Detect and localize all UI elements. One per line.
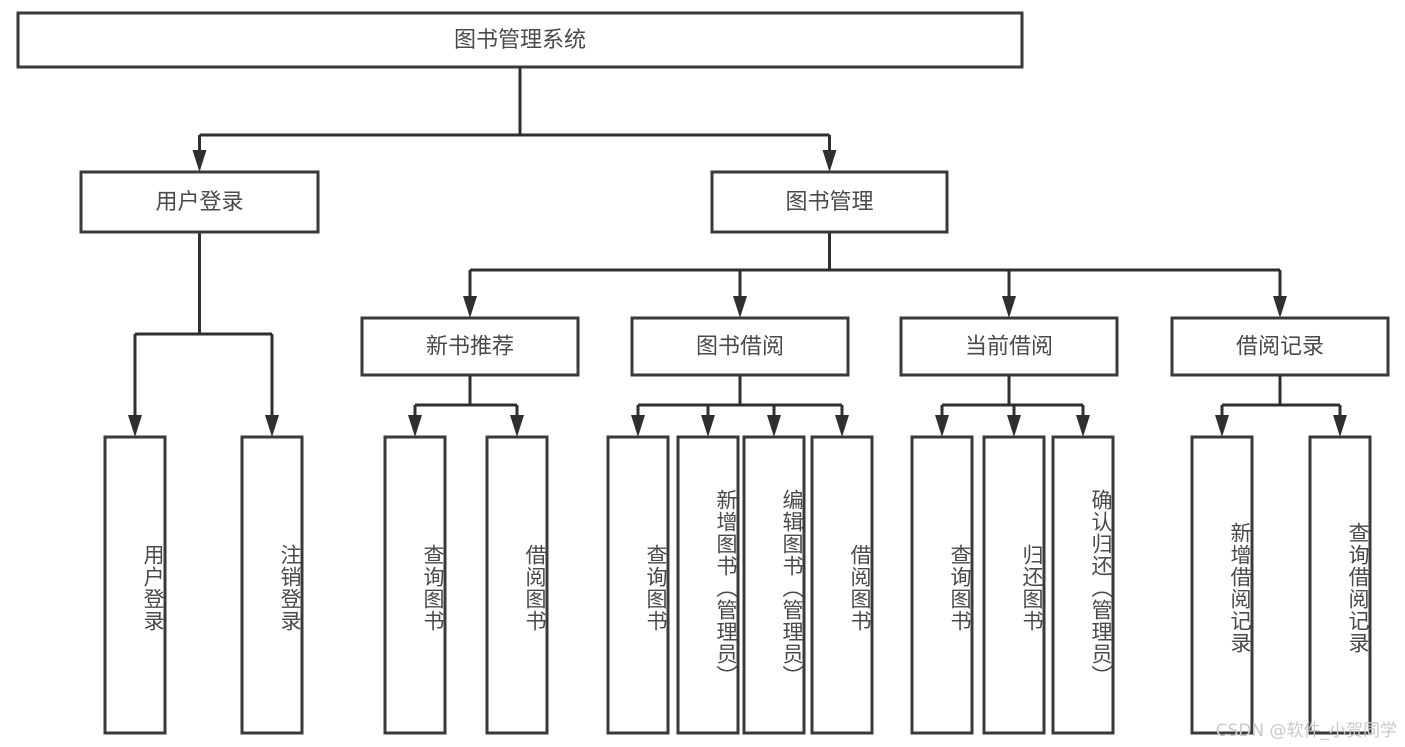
leaf-当前借阅-arrow-0 — [935, 415, 949, 437]
node-root-label: 图书管理系统 — [454, 28, 586, 53]
node-level3-3[interactable] — [1170, 316, 1390, 377]
leaf-借阅记录-arrow-1 — [1333, 415, 1347, 437]
leaf-用户登录-arrow-1 — [265, 415, 279, 437]
node-level2-label-1: 图书管理 — [785, 190, 873, 215]
leaf-新书推荐-arrow-0 — [408, 415, 422, 437]
mgmt-arrow-0 — [463, 296, 477, 318]
node-leaf-3[interactable] — [485, 435, 549, 735]
node-leaf-7[interactable] — [810, 435, 874, 735]
node-leaf-11[interactable] — [1190, 435, 1254, 735]
node-level2-1[interactable] — [710, 170, 949, 234]
csdn-watermark: CSDN @软件_小贺同学 — [1215, 721, 1397, 741]
node-leaf-1[interactable] — [240, 435, 304, 735]
node-level2-label-0: 用户登录 — [155, 190, 243, 215]
node-level2-0[interactable] — [79, 170, 320, 234]
node-leaf-10[interactable] — [1051, 435, 1115, 735]
leaf-图书借阅-arrow-1 — [701, 415, 715, 437]
node-root[interactable] — [16, 11, 1024, 69]
node-level3-label-3: 借阅记录 — [1236, 335, 1324, 360]
leaf-借阅记录-arrow-0 — [1215, 415, 1229, 437]
root-arrow-0 — [192, 150, 207, 172]
node-leaf-2[interactable] — [383, 435, 447, 735]
leaf-用户登录-arrow-0 — [128, 415, 142, 437]
node-level3-label-2: 当前借阅 — [965, 335, 1053, 360]
leaf-当前借阅-arrow-2 — [1076, 415, 1090, 437]
boxes-layer — [16, 11, 1390, 735]
node-level3-label-1: 图书借阅 — [696, 335, 784, 360]
leaf-图书借阅-arrow-2 — [767, 415, 781, 437]
leaf-图书借阅-arrow-0 — [631, 415, 645, 437]
leaf-当前借阅-arrow-1 — [1007, 415, 1021, 437]
node-level3-0[interactable] — [360, 316, 580, 377]
root-arrow-1 — [822, 150, 837, 172]
node-level3-1[interactable] — [630, 316, 850, 377]
mgmt-arrow-2 — [1002, 296, 1016, 318]
mgmt-arrow-1 — [733, 296, 747, 318]
node-leaf-5[interactable] — [676, 435, 740, 735]
node-leaf-0[interactable] — [103, 435, 167, 735]
node-leaf-8[interactable] — [910, 435, 974, 735]
leaf-图书借阅-arrow-3 — [835, 415, 849, 437]
node-leaf-4[interactable] — [606, 435, 670, 735]
node-leaf-6[interactable] — [742, 435, 806, 735]
node-level3-2[interactable] — [899, 316, 1119, 377]
node-leaf-12[interactable] — [1308, 435, 1372, 735]
node-level3-label-0: 新书推荐 — [426, 335, 514, 360]
mgmt-arrow-3 — [1273, 296, 1287, 318]
node-leaf-9[interactable] — [982, 435, 1046, 735]
leaf-新书推荐-arrow-1 — [510, 415, 524, 437]
connectors-layer — [128, 67, 1347, 437]
